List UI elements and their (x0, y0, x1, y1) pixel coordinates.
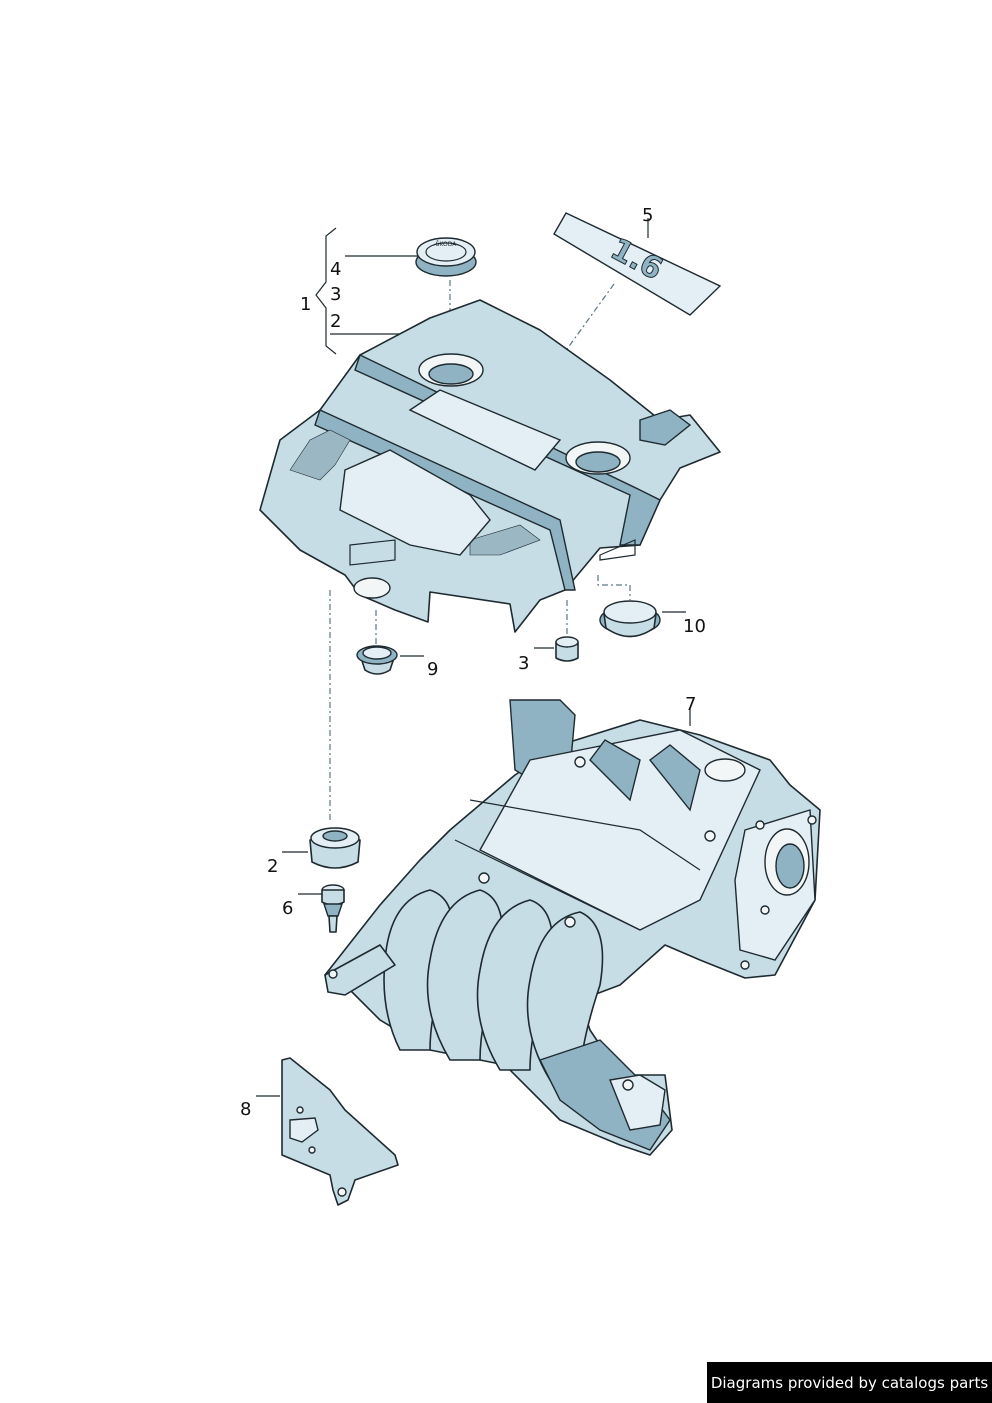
spacer-part-3[interactable] (555, 636, 579, 662)
badge-part-5[interactable]: 1.6 (553, 212, 722, 316)
callout-1: 1 (300, 294, 312, 315)
callout-group-3: 3 (330, 284, 342, 305)
leader-grommet-10 (597, 575, 631, 600)
emblem-part-4[interactable]: ŠKODA (415, 237, 477, 277)
emblem-text: ŠKODA (436, 241, 458, 248)
callout-9: 9 (427, 659, 439, 680)
credit-banner: Diagrams provided by catalogs parts (707, 1362, 992, 1403)
intake-manifold-part-7[interactable] (324, 699, 821, 1156)
bracket-part-8[interactable] (281, 1057, 399, 1206)
grommet-part-10[interactable] (599, 600, 661, 638)
callout-10: 10 (683, 616, 706, 637)
callout-3: 3 (518, 653, 530, 674)
callout-8: 8 (240, 1099, 252, 1120)
callout-group-4: 4 (330, 259, 342, 280)
grommet-part-9[interactable] (356, 645, 398, 675)
bolt-part-6[interactable] (321, 884, 345, 933)
engine-cover[interactable] (259, 299, 721, 633)
group-bracket (315, 227, 420, 355)
callout-6: 6 (282, 898, 294, 919)
callout-5: 5 (642, 205, 654, 226)
callout-7: 7 (685, 694, 697, 715)
bush-part-2[interactable] (309, 827, 361, 869)
callout-2: 2 (267, 856, 279, 877)
callout-group-2: 2 (330, 311, 342, 332)
